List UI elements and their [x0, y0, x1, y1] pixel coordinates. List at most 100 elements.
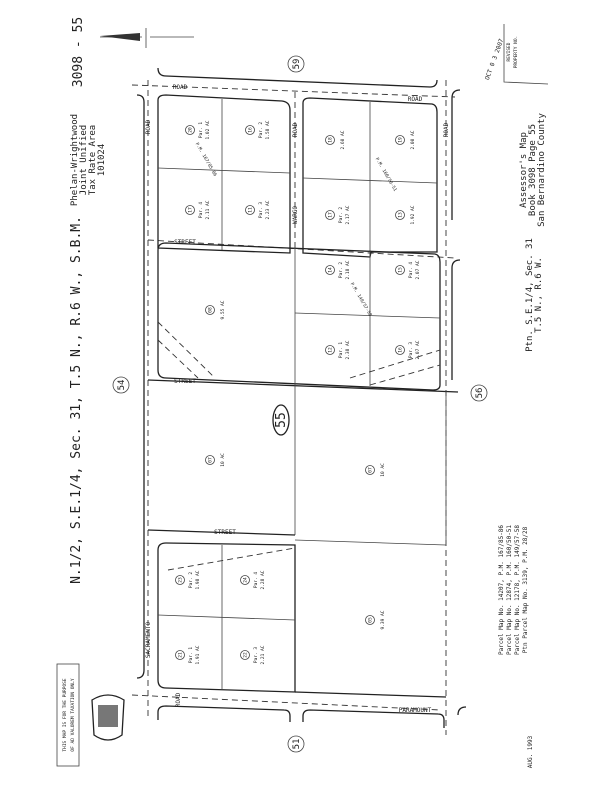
parcel-number-circle [325, 265, 335, 275]
svg-text:Phelan-Wrightwood: Phelan-Wrightwood [70, 114, 80, 206]
parcel-par: Par. 2 [258, 122, 264, 139]
disclaimer-box: THIS MAP IS FOR THE PURPOSE OF AD VALORE… [56, 663, 80, 767]
svg-text:OF AD VALOREM TAXATION ONLY: OF AD VALOREM TAXATION ONLY [70, 678, 76, 751]
parcel-number-circle [175, 650, 185, 660]
parcel-area: 2.00 AC [410, 130, 416, 149]
parcel-area: 2.28 AC [260, 570, 266, 589]
parcel-area: 10 AC [220, 453, 226, 467]
parcel: 13 1.92 AC [395, 205, 416, 224]
svg-text:P.M. 167/85-86: P.M. 167/85-86 [194, 142, 218, 178]
page-id-oval: 55 [272, 404, 290, 436]
parcel-number: 19 [398, 137, 404, 143]
parcel-area: 2.23 AC [265, 200, 271, 219]
parcel: 05 9.39 AC [365, 610, 386, 629]
parcel-number: 22 [243, 652, 249, 658]
county-seal-icon [91, 694, 125, 741]
parcel-number-circle [325, 210, 335, 220]
svg-text:Parcel Map No. 12178, P.M. 149: Parcel Map No. 12178, P.M. 149/57-58 [514, 525, 521, 655]
svg-text:Parcel Map No. 14207, P.M. 167: Parcel Map No. 14207, P.M. 167/85-86 [498, 525, 505, 655]
parcel-area: 2.17 AC [345, 205, 351, 224]
parcel-area: 1.02 AC [205, 120, 211, 139]
parcel-number: 17 [328, 212, 334, 218]
adjacent-page-bottom: 51 [287, 735, 305, 753]
parcel-par: Par. 4 [253, 572, 259, 589]
parcel-par: Par. 3 [253, 647, 259, 664]
parcel-area: 2.21 AC [260, 645, 266, 664]
parcel-number: 13 [398, 212, 404, 218]
parcel-number: 05 [368, 617, 374, 623]
parcel-number: 08 [208, 307, 214, 313]
svg-text:STREET: STREET [174, 378, 196, 385]
parcel-number-circle [240, 650, 250, 660]
svg-text:Ptn Parcel Map No. 3139, P.M.: Ptn Parcel Map No. 3139, P.M. 28/28 [522, 526, 529, 653]
parcel-area: 9.39 AC [380, 610, 386, 629]
revised-box: REVISED PROPERTY NO. [503, 24, 549, 85]
parcel-number: 23 [178, 577, 184, 583]
parcel-number-circle [175, 575, 185, 585]
adjacent-page-top: 59 [287, 55, 305, 73]
parcel-par: Par. 2 [338, 262, 344, 279]
stamp-date: OCT 0 3 2007 [484, 38, 506, 81]
svg-text:56: 56 [475, 388, 485, 399]
svg-text:ROAD: ROAD [175, 692, 182, 707]
parcel-area: 2.07 AC [415, 340, 421, 359]
parcel-number: 12 [328, 347, 334, 353]
parcel-number: 24 [243, 577, 249, 583]
parcel-number-circle [185, 205, 195, 215]
svg-text:101024: 101024 [97, 144, 107, 177]
parcel-par: Par. 4 [408, 262, 414, 279]
parcel-number-circle [245, 205, 255, 215]
svg-text:San Bernardino County: San Bernardino County [537, 113, 547, 227]
svg-text:PARAMOUNT: PARAMOUNT [399, 707, 432, 714]
adjacent-page-right: 56 [470, 384, 488, 402]
svg-text:Parcel Map No. 12874, P.M. 160: Parcel Map No. 12874, P.M. 160/50-51 [506, 525, 513, 655]
parcel-area: 2.07 AC [415, 260, 421, 279]
subdivision-refs: P.M. 167/85-86 P.M. 160/50-51 P.M. 149/5… [194, 142, 398, 318]
svg-text:T.5 N., R.6 W.: T.5 N., R.6 W. [534, 257, 544, 333]
parcel-par: Par. 1 [198, 122, 204, 139]
map-number: 3098 - 55 [71, 17, 86, 87]
tax-rate-area: Phelan-Wrightwood Joint Unified Tax Rate… [70, 114, 107, 206]
svg-text:51: 51 [292, 739, 302, 750]
svg-text:ROAD: ROAD [292, 122, 299, 137]
svg-text:55: 55 [274, 412, 289, 428]
parcel-number: 07 [368, 467, 374, 473]
svg-text:SACRAMENTO: SACRAMENTO [145, 622, 152, 659]
svg-text:ROAD: ROAD [408, 96, 423, 103]
svg-text:Tax Rate Area: Tax Rate Area [88, 125, 98, 195]
parcel-par: Par. 1 [338, 342, 344, 359]
parcel-number-circle [395, 210, 405, 220]
svg-text:Ptn. S.E.1/4, Sec. 31: Ptn. S.E.1/4, Sec. 31 [525, 238, 535, 352]
road-labels: ROAD ROAD WARGO ROAD ROAD ROAD STREET ST… [145, 84, 450, 714]
map-date: AUG. 1993 [527, 735, 534, 768]
parcel-par: Par. 1 [188, 647, 194, 664]
parcel-par: Par. 2 [188, 572, 194, 589]
parcel-number-circle [365, 615, 375, 625]
parcel-area: 1.58 AC [265, 120, 271, 139]
parcel-par: Par. 3 [408, 342, 414, 359]
parcel-number: 21 [178, 652, 184, 658]
svg-text:REVISED: REVISED [506, 42, 512, 61]
parcel-area: 1.98 AC [195, 570, 201, 589]
svg-text:59: 59 [292, 59, 302, 70]
parcel-number-circle [240, 575, 250, 585]
parcel-area: 2.18 AC [345, 260, 351, 279]
parcel-blocks [147, 94, 459, 698]
parcel-number-circle [205, 455, 215, 465]
parcel-area: 1.92 AC [410, 205, 416, 224]
parcel-number-circle [245, 125, 255, 135]
map-title: N.1/2, S.E.1/4, Sec. 31, T.5 N., R.6 W.,… [69, 216, 84, 584]
parcel-number-circle [325, 345, 335, 355]
parcel-number-circle [205, 305, 215, 315]
